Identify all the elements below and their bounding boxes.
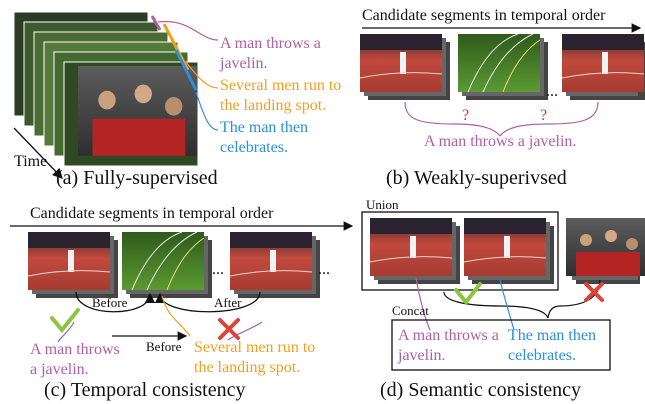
panel-a-frame-stack: [13, 11, 199, 167]
panel-c-before-arrow-label: Before: [146, 339, 182, 354]
panel-b-ellipsis: ...: [546, 83, 558, 100]
panel-b-question-1: ?: [462, 107, 470, 124]
panel-d-outside-segment: [566, 218, 645, 284]
panel-c-sentence-2: Several men run to the landing spot.: [194, 339, 316, 376]
panel-a-caption: (a) Fully-supervised: [56, 167, 218, 189]
panel-a-sentence-3: The man then celebrates.: [220, 119, 308, 156]
panel-c-ellipsis-2: ...: [318, 261, 330, 278]
panel-a-sentence-2: Several men run to the landing spot.: [220, 77, 342, 114]
panel-b-query: A man throws a javelin.: [424, 133, 577, 150]
panel-c-segment-3: [229, 231, 320, 298]
panel-d-union-box: [361, 211, 559, 291]
panel-d-cross-mark: [584, 282, 604, 302]
panel-c-header: Candidate segments in temporal order: [30, 205, 274, 222]
panel-c-sentence-1: A man throws a javelin.: [30, 341, 120, 378]
panel-a-time-label: Time: [14, 153, 48, 170]
panel-a-segment-bars: [150, 15, 198, 91]
panel-d-caption: (d) Semantic consistency: [380, 379, 582, 401]
panel-d-sentence-1: A man throws a javelin.: [398, 327, 499, 364]
panel-b-question-2: ?: [540, 107, 548, 124]
panel-c-connectors: [57, 295, 263, 343]
panel-a-connectors: [157, 20, 219, 131]
panel-b-caption: (b) Weakly-superivsed: [386, 167, 567, 189]
panel-c-segment-1: [27, 231, 118, 298]
panel-c-after-label: After: [214, 295, 242, 310]
panel-d-union-label: Union: [366, 197, 399, 212]
panel-b-brace: [404, 101, 599, 137]
panel-b-segment-2: [457, 33, 548, 100]
panel-d-connectors: [415, 277, 515, 331]
panel-b-segment-3: [561, 33, 645, 100]
panel-c-caption: (c) Temporal consistency: [44, 379, 246, 401]
panel-d-union-segment-1: [369, 217, 460, 284]
panel-b-header: Candidate segments in temporal order: [362, 7, 606, 24]
panel-c-segment-2: [121, 231, 212, 298]
panel-c-check-mark: [50, 308, 80, 334]
panel-c-ellipsis-1: ...: [212, 261, 224, 278]
panel-d-concat-label: Concat: [392, 303, 429, 318]
panel-a-front-frame: [78, 66, 197, 156]
panel-b-segment-1: [359, 33, 450, 100]
panel-d-check-mark: [454, 282, 482, 306]
panel-a-sentence-1: A man throws a javelin.: [220, 35, 321, 72]
panel-c-before-label: Before: [92, 295, 128, 310]
panel-d-concat-box: [391, 319, 611, 371]
panel-d-sentence-2: The man then celebrates.: [508, 327, 596, 364]
panel-a-time-arrow: [13, 127, 63, 179]
panel-c-cross-mark: [218, 318, 240, 340]
panel-d-union-segment-2: [463, 217, 554, 284]
